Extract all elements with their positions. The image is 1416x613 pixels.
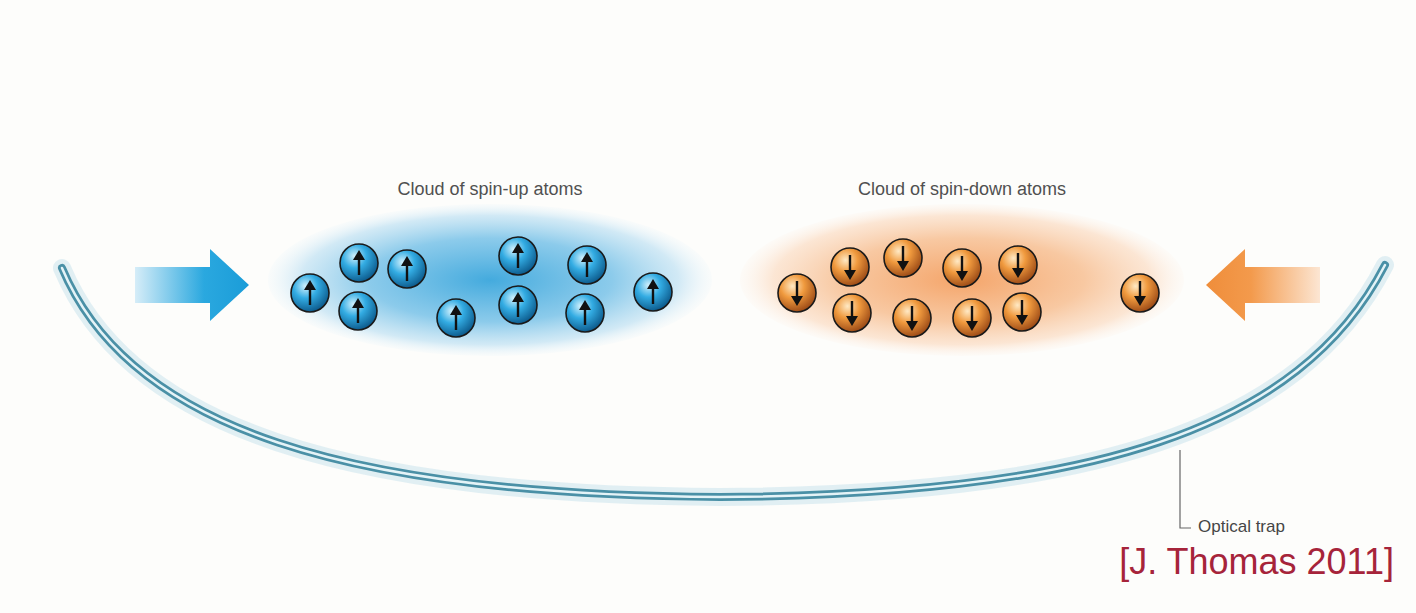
atom-cloud: Cloud of spin-up atoms [268, 178, 712, 356]
cloud-ellipse [740, 204, 1184, 356]
cloud-heading: Cloud of spin-up atoms [268, 178, 712, 200]
atom-cloud: Cloud of spin-down atoms [740, 178, 1184, 356]
push-arrow [1206, 249, 1320, 321]
cloud-heading: Cloud of spin-down atoms [740, 178, 1184, 200]
cloud-outline [268, 204, 712, 356]
optical-trap-curve [62, 265, 1385, 497]
citation: [J. Thomas 2011] [1119, 540, 1394, 583]
cloud-outline [740, 204, 1184, 356]
part-label: Optical trap [1198, 517, 1285, 537]
leader-line [1180, 450, 1191, 528]
cloud-ellipse [268, 204, 712, 356]
push-arrow [135, 249, 249, 321]
